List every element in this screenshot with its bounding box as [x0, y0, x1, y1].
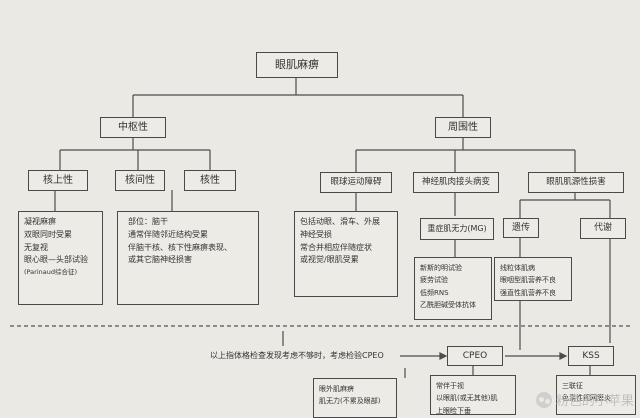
watermark-text: 粉色的小苹果 — [555, 394, 634, 409]
list-item: 凝视麻痹 — [24, 217, 56, 226]
kss-list: 三联征 色素性视网膜炎 — [556, 375, 636, 415]
watermark: 粉色的小苹果 — [535, 390, 634, 409]
list-item: 包括动眼、滑车、外展 — [300, 217, 380, 226]
genetic-label: 遗传 — [511, 222, 530, 233]
muscle-label: 眼肌肌源性损害 — [546, 176, 606, 187]
list-item: 上眼睑下垂 — [436, 406, 471, 415]
cpeo-node: CPEO — [447, 346, 503, 366]
list-item: (Parinaud综合征) — [24, 268, 78, 277]
peripheral-node: 周围性 — [435, 117, 491, 138]
bottom-left-list: 眼外肌麻痹 肌无力(不累及眼部) — [313, 378, 397, 418]
kss-node: KSS — [568, 346, 614, 366]
list-item: 神经受损 — [300, 229, 332, 239]
list-item: 部位：脑干 — [128, 217, 168, 226]
list-item: 伴脑干核、核下性麻痹表现、 — [128, 242, 232, 252]
metabolic-node: 代谢 — [580, 218, 626, 239]
list-item: 双眼同时受累 — [24, 229, 72, 239]
list-item: 通常伴随邻近结构受累 — [128, 229, 208, 239]
mg-label: 重症肌无力(MG) — [427, 224, 487, 234]
list-item: 或视觉/眼肌受累 — [300, 255, 359, 265]
nuclear-label: 核性 — [200, 174, 220, 186]
peripheral-label: 周围性 — [448, 121, 478, 133]
movement-label: 眼球运动障碍 — [330, 176, 382, 187]
list-item: 低频RNS — [420, 288, 449, 297]
list-item: 乙酰胆碱受体抗体 — [420, 300, 476, 309]
movement-list: 包括动眼、滑车、外展 神经受损 常合并相应伴随症状 或视觉/眼肌受累 — [294, 211, 398, 297]
wechat-icon — [535, 391, 552, 408]
mg-node: 重症肌无力(MG) — [420, 218, 494, 240]
central-label: 中枢性 — [118, 121, 148, 133]
list-item: 线粒体肌病 — [500, 264, 535, 272]
internuclear-label: 核间性 — [125, 174, 155, 186]
central-node: 中枢性 — [100, 117, 166, 138]
neuromuscular-label: 神经肌肉接头病变 — [421, 176, 490, 187]
list-item: 新斯的明试验 — [420, 264, 462, 272]
metabolic-label: 代谢 — [593, 223, 612, 234]
bottom-note: 以上指体格检查发现考虑不够时，考虑检验CPEO — [208, 350, 386, 361]
kss-label: KSS — [582, 350, 600, 361]
cpeo-list: 常伴于视 以眼肌(或无其他)肌 上眼睑下垂 — [430, 375, 516, 415]
list-item: 眼咽型肌营养不良 — [500, 276, 556, 285]
list-item: 强直性肌营养不良 — [500, 288, 556, 297]
nuclear-above-node: 核上性 — [28, 170, 88, 191]
list-item: 疲劳试验 — [420, 276, 448, 285]
internuclear-list: 部位：脑干 通常伴随邻近结构受累 伴脑干核、核下性麻痹表现、 或其它脑神经损害 — [117, 211, 259, 305]
list-item: 肌无力(不累及眼部) — [319, 397, 381, 406]
list-item: 眼外肌麻痹 — [319, 385, 354, 393]
nuclear-node: 核性 — [184, 170, 236, 191]
genetic-list: 线粒体肌病 眼咽型肌营养不良 强直性肌营养不良 — [494, 257, 572, 301]
list-item: 以眼肌(或无其他)肌 — [436, 394, 498, 403]
list-item: 色素性视网膜炎 — [562, 394, 611, 403]
list-item: 眼心眼—头部试验 — [24, 255, 88, 265]
title-text: 眼肌麻痹 — [275, 57, 319, 71]
genetic-node: 遗传 — [503, 218, 539, 238]
list-item: 常伴于视 — [436, 382, 464, 390]
nuclear-above-label: 核上性 — [43, 174, 73, 186]
title-box: 眼肌麻痹 — [256, 52, 338, 78]
supranuclear-list: 凝视麻痹 双眼同时受累 无复视 眼心眼—头部试验 (Parinaud综合征) — [18, 211, 103, 305]
cpeo-label: CPEO — [462, 350, 488, 361]
neuromuscular-node: 神经肌肉接头病变 — [413, 172, 499, 193]
list-item: 常合并相应伴随症状 — [300, 242, 372, 252]
list-item: 或其它脑神经损害 — [128, 255, 192, 265]
muscle-node: 眼肌肌源性损害 — [528, 172, 624, 193]
mg-list: 新斯的明试验 疲劳试验 低频RNS 乙酰胆碱受体抗体 — [414, 257, 492, 320]
internuclear-node: 核间性 — [115, 170, 165, 191]
movement-node: 眼球运动障碍 — [320, 172, 392, 193]
list-item: 无复视 — [24, 242, 48, 252]
list-item: 三联征 — [562, 382, 583, 390]
